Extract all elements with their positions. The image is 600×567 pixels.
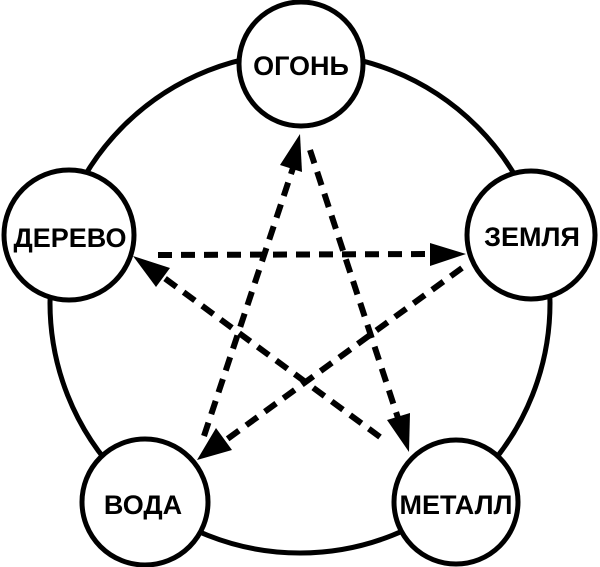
arrowhead-water	[197, 428, 232, 460]
node-metal-label: МЕТАЛЛ	[399, 490, 512, 520]
node-water-label: ВОДА	[104, 490, 182, 520]
arrow-water-to-fire	[201, 167, 296, 437]
node-water: ВОДА	[79, 436, 211, 567]
star-arrows	[133, 134, 466, 460]
arrow-fire-to-metal	[307, 149, 401, 419]
node-wood: ДЕРЕВО	[1, 167, 137, 303]
arrow-metal-to-wood	[161, 274, 382, 440]
node-wood-label: ДЕРЕВО	[13, 223, 126, 253]
arrowhead-wood	[133, 256, 170, 287]
node-fire-label: ОГОНЬ	[253, 51, 349, 81]
node-metal-circle	[391, 437, 521, 567]
arrow-wood-to-earth	[157, 251, 433, 258]
node-wood-circle	[1, 167, 137, 303]
arrowhead-fire	[280, 134, 302, 172]
node-fire: ОГОНЬ	[236, 0, 366, 129]
node-water-circle	[79, 436, 211, 567]
node-earth-circle	[464, 168, 598, 302]
node-fire-circle	[236, 0, 366, 129]
node-earth-label: ЗЕМЛЯ	[484, 222, 580, 252]
arrowhead-metal	[387, 413, 410, 452]
node-earth: ЗЕМЛЯ	[464, 168, 598, 302]
node-metal: МЕТАЛЛ	[391, 437, 521, 567]
arrow-earth-to-water	[224, 265, 464, 443]
arrowhead-earth	[430, 243, 466, 266]
